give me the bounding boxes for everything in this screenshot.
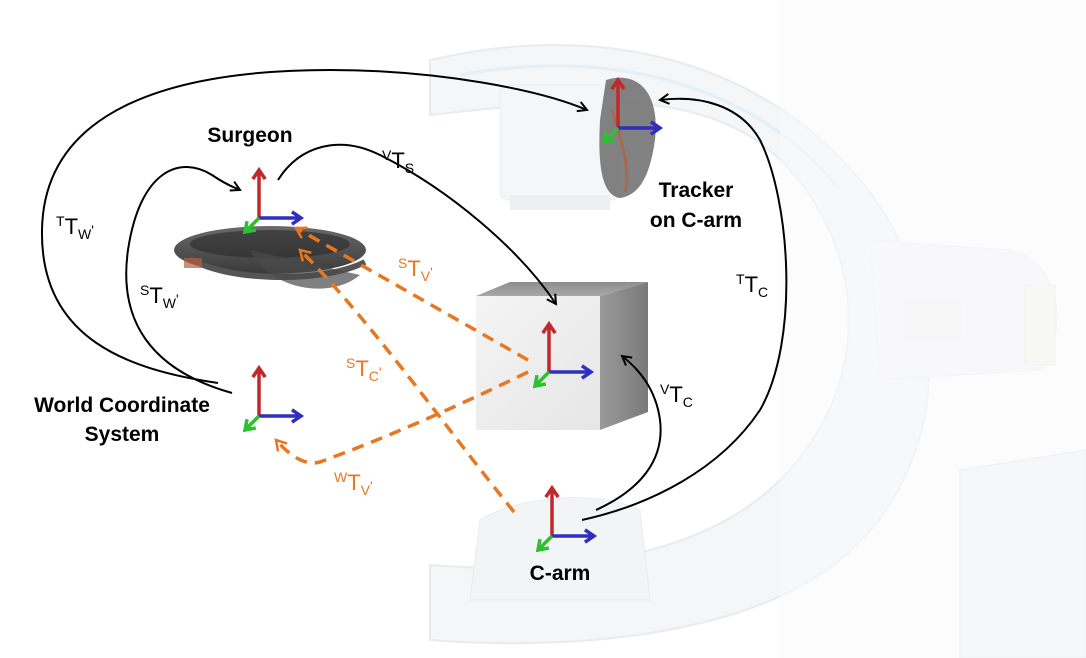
coordinate-frames [242,76,664,553]
frame-virtual-z-axis-head [532,374,547,389]
transform-labels: TTW' STW' VTS TTC VTC STV' STC' WTV' [56,147,768,498]
frame-world-y-axis-head [251,364,267,379]
arrow-v-tc [595,356,662,511]
frame-carm-z-axis [536,534,554,552]
frame-virtual-y-axis-head [541,320,557,335]
black-transform-arrows [40,68,788,521]
frame-tracker-z-axis-head [601,130,616,145]
label-v-ts: VTS [382,147,414,176]
arrow-s-tc [300,250,516,514]
label-world-line1: World Coordinate [34,394,210,417]
frame-carm-y-axis-head [544,484,560,499]
frame-virtual [532,320,595,389]
frame-carm-x-axis-head [583,528,598,544]
frame-surgeon-z-axis-head [242,220,257,235]
frame-virtual-z-axis [533,370,551,388]
frame-surgeon-y-axis-head [251,166,267,181]
frame-world [242,364,305,433]
label-tracker-line2: on C-arm [650,209,742,232]
arrow-t-tc [581,99,788,521]
frame-carm [535,484,598,553]
orange-transform-arrows [276,226,529,514]
frame-tracker-x-axis-head [649,120,664,136]
arrow-s-tv [296,226,529,362]
frame-tracker [601,76,664,145]
tracker-device-image [599,77,656,198]
frame-world-z-axis [243,414,261,432]
frame-world-x-axis-head [290,408,305,424]
arrow-t-tw [40,68,587,384]
virtual-cube [476,282,648,430]
frame-surgeon-x-axis-head [290,210,305,226]
headset-image [174,226,367,289]
frame-surgeon-z-axis [243,216,261,234]
frame-carm-z-axis-head [535,538,550,553]
label-surgeon: Surgeon [207,124,292,147]
label-v-tc: VTC [660,381,693,410]
frame-surgeon [242,166,305,235]
node-labels: Surgeon Tracker on C-arm World Coordinat… [34,124,742,585]
label-carm: C-arm [530,562,591,585]
label-s-tc: STC' [346,355,382,384]
label-s-tw: STW' [140,282,179,311]
frame-world-z-axis-head [242,418,257,433]
arrow-s-tw [125,166,240,394]
label-w-tv: WTV' [334,469,373,498]
label-t-tc: TTC [736,271,768,300]
frame-tracker-z-axis [602,126,620,144]
carm-device-background [429,0,1086,658]
arrow-v-ts [277,143,556,304]
arrow-w-tv [276,370,529,465]
label-tracker-line1: Tracker [659,179,734,202]
label-s-tv: STV' [398,255,433,284]
frame-tracker-y-axis-head [610,76,626,91]
label-world-line2: System [85,423,160,446]
label-t-tw: TTW' [56,213,94,242]
frame-virtual-x-axis-head [580,364,595,380]
